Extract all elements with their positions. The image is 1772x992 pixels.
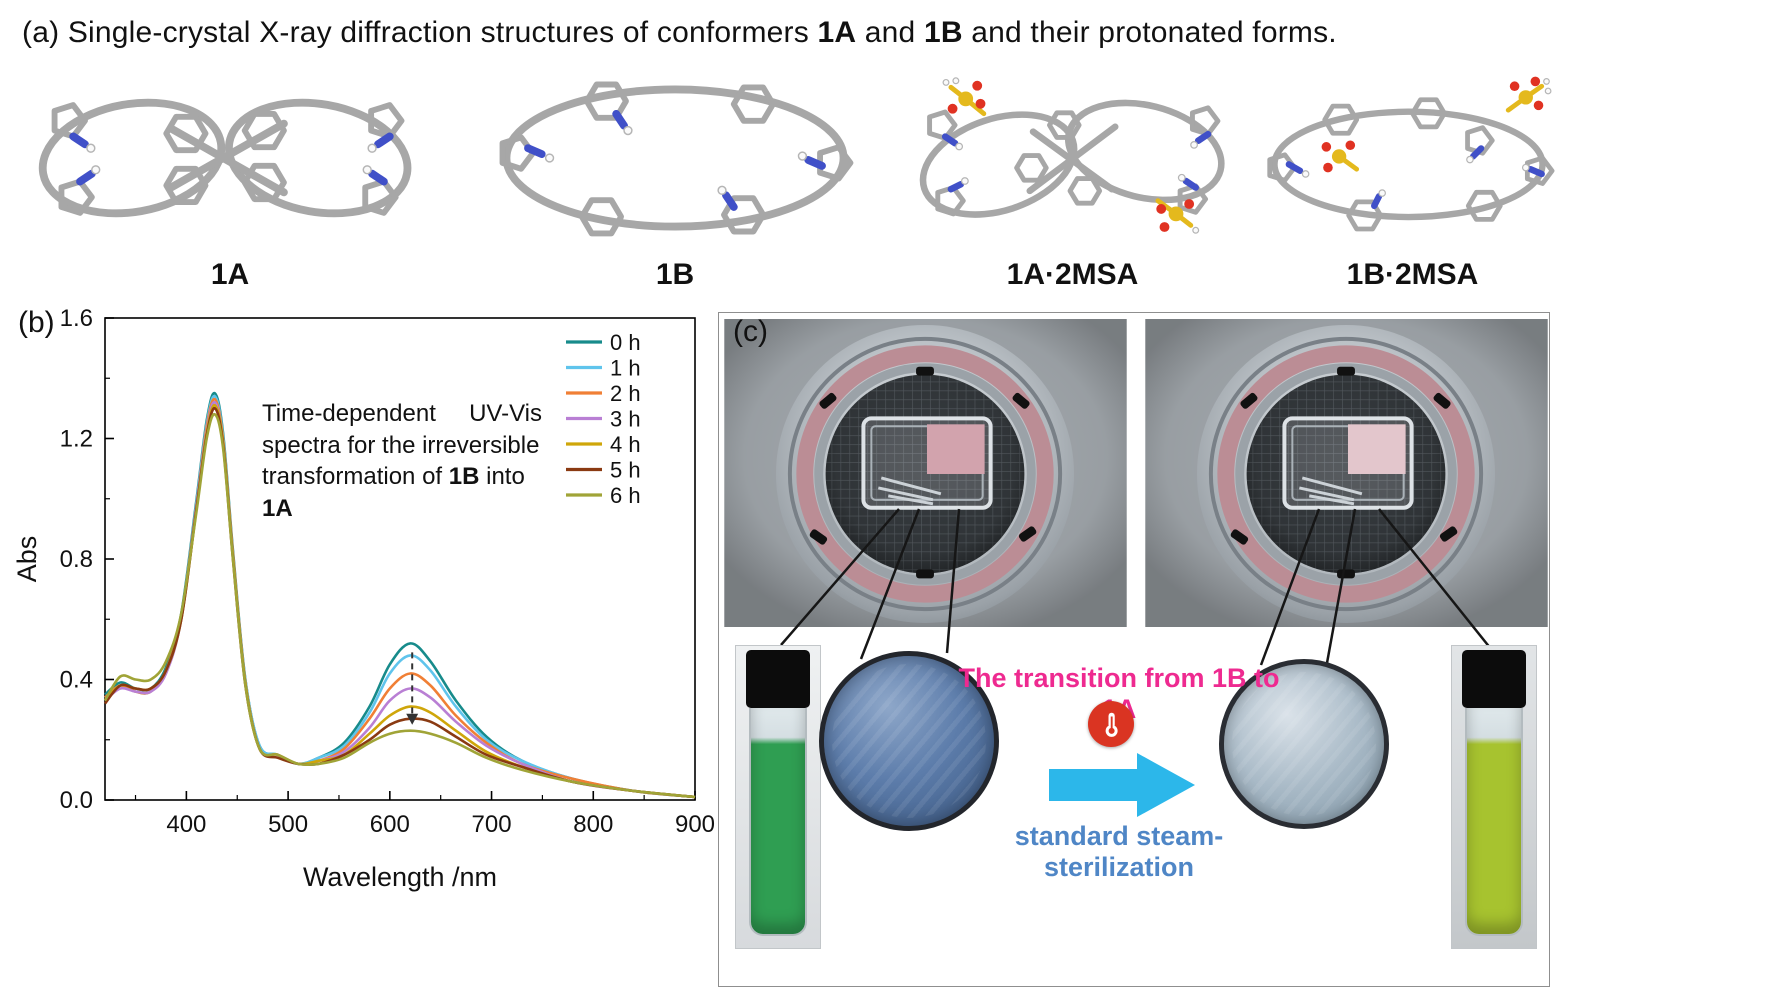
svg-text:0.4: 0.4 [60, 667, 93, 694]
transition-caption: The transition from 1B to 1A [958, 663, 1280, 724]
msa-group-2 [1155, 198, 1200, 234]
vial-cap [1462, 650, 1526, 708]
structure-1b-2msa-label: 1B·2MSA [1346, 258, 1479, 291]
panel-b: (b) Abs Wavelength /nm 400 500 600 700 800 90… [10, 300, 720, 992]
structure-1a: 1A [10, 60, 450, 292]
series-6h [103, 413, 696, 799]
indicator-card [1347, 424, 1406, 474]
legend-item: 5 h [610, 458, 641, 483]
structure-1b: 1B [450, 60, 900, 292]
transition-arrow-head [1137, 753, 1195, 817]
disc-gray-after [1219, 659, 1389, 829]
msa-group-1 [942, 77, 987, 117]
autoclave-photo-after [1145, 319, 1548, 627]
crystal-structures-row: 1A 1B [10, 60, 1590, 292]
sterilization-tray [1282, 416, 1414, 510]
autoclave-before-image [724, 319, 1127, 627]
transition-arrow [1049, 769, 1137, 801]
uvvis-spectra-chart: Abs Wavelength /nm 400 500 600 700 800 900 0.0… [12, 305, 715, 892]
svg-text:900: 900 [675, 811, 715, 838]
svg-text:700: 700 [472, 811, 512, 838]
structure-1b-drawing [499, 81, 854, 237]
vial-yellow-green-liquid [1465, 708, 1523, 936]
structure-1b-2msa-drawing [1267, 76, 1555, 232]
y-axis-label: Abs [12, 536, 42, 583]
structure-1a-2msa-drawing [919, 77, 1225, 234]
structure-1b-2msa: 1B·2MSA [1245, 60, 1580, 292]
panel-a-title: (a) Single-crystal X-ray diffraction str… [22, 16, 1337, 49]
vial-green-liquid [749, 708, 807, 936]
svg-text:0.8: 0.8 [60, 546, 93, 573]
svg-text:1.6: 1.6 [60, 305, 93, 332]
structure-1a-drawing [38, 98, 412, 218]
legend-item: 4 h [610, 432, 641, 457]
sterilization-caption: standard steam-sterilization [1014, 821, 1224, 882]
svg-text:600: 600 [370, 811, 410, 838]
msa-group-2 [1505, 76, 1552, 113]
svg-text:800: 800 [573, 811, 613, 838]
disc-blue-before [819, 651, 999, 831]
structure-1a-2msa: 1A·2MSA [900, 60, 1245, 292]
msa-group-1 [1321, 140, 1360, 173]
vial-yellow-green [1451, 645, 1537, 949]
structure-1b-label: 1B [655, 258, 695, 291]
vial-cap [746, 650, 810, 708]
panel-b-label: (b) [18, 306, 55, 339]
legend-item: 1 h [610, 356, 641, 381]
autoclave-after-image [1145, 319, 1548, 627]
legend-item: 3 h [610, 407, 641, 432]
legend-item: 6 h [610, 483, 641, 508]
svg-text:500: 500 [268, 811, 308, 838]
structure-1a-label: 1A [210, 258, 250, 291]
sterilization-tray [861, 416, 993, 510]
panel-a-label: (a) [22, 16, 60, 49]
autoclave-photo-before [724, 319, 1127, 627]
structure-1a-2msa-label: 1A·2MSA [1006, 258, 1139, 291]
panel-c-label: (c) [733, 315, 768, 348]
indicator-card [926, 424, 985, 474]
svg-text:400: 400 [166, 811, 206, 838]
svg-text:0.0: 0.0 [60, 787, 93, 814]
panel-c: (c) [718, 312, 1550, 987]
vial-green [735, 645, 821, 949]
legend-item: 2 h [610, 381, 641, 406]
svg-text:1.2: 1.2 [60, 426, 93, 453]
x-axis-label: Wavelength /nm [303, 862, 497, 892]
legend-item: 0 h [610, 330, 641, 355]
thermometer-icon [1088, 701, 1134, 747]
